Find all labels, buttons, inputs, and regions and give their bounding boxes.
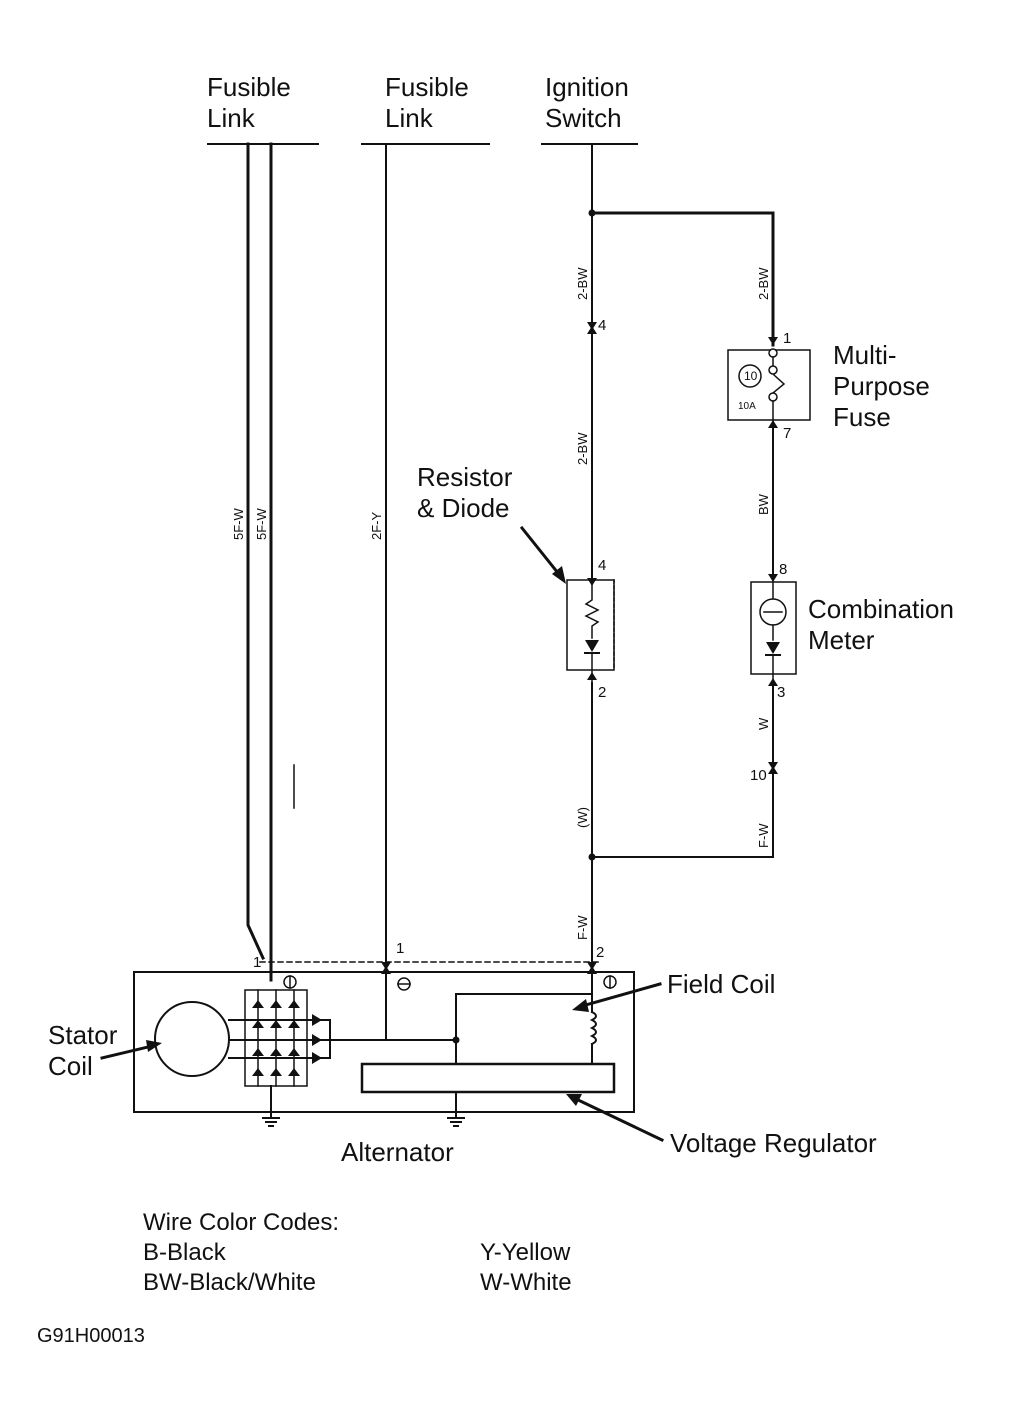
field-coil [452,984,597,1065]
legend-item: B-Black [143,1239,227,1266]
multi-purpose-fuse-label-l1: Multi- [833,340,897,370]
stator-coil-label-l2: Coil [48,1051,93,1081]
pin-number: 4 [598,317,606,334]
stator-coil-label-l1: Stator [48,1020,118,1050]
fuse-rating-text: 10A [738,401,756,412]
fusible-link-2-label-l2: Link [385,103,434,133]
connector-markers [381,322,778,974]
legend-item: Y-Yellow [480,1239,571,1266]
wire-code-label: 2-BW [756,267,771,300]
voltage-regulator-pointer [566,1094,664,1142]
pin-number: 1 [783,330,791,347]
wire-code-label: 5F-W [254,508,269,541]
meter-diode-icon [766,642,780,654]
alternator-terminals [283,975,617,991]
fuse-number-circle [738,364,762,388]
fuse-number-text: 10 [744,369,758,383]
multi-purpose-fuse-component [727,348,811,424]
wire-code-label: F-W [575,915,590,940]
fusible-link-1-wires [246,142,295,982]
field-coil-label: Field Coil [667,969,775,999]
pin-number: 2 [598,684,606,701]
voltage-regulator-block [360,1062,616,1094]
pin-numbers: 4 4 2 1 7 8 3 10 1 1 2 [253,317,791,971]
rectifier-bridge [244,989,322,1119]
wire-code-label: 2F-Y [369,512,384,541]
combination-meter-label-l2: Meter [808,625,875,655]
wire-code-label: 5F-W [231,508,246,541]
stator-coil-pointer [100,1040,162,1060]
fusible-link-1-label-l2: Link [207,103,256,133]
resistor-diode-label-l2: & Diode [417,493,510,523]
wire-codes: 5F-W 5F-W 2F-Y 2-BW 2-BW 2-BW BW W (W) F… [231,267,771,940]
wire-code-label: 2-BW [575,267,590,300]
ignition-switch-label-l2: Switch [545,103,622,133]
diode-symbol [585,640,599,652]
wire-color-legend: Wire Color Codes: B-Black BW-Black/White… [143,1209,572,1296]
pin-number: 1 [396,940,404,957]
meter-branch-wire [588,422,774,861]
ignition-main-line [588,143,775,986]
alternator-label: Alternator [341,1137,454,1167]
resistor-diode-label-l1: Resistor [417,462,513,492]
fusible-link-1-label-l1: Fusible [207,72,291,102]
wire-code-label: 2-BW [575,432,590,465]
ground-icon [262,1117,465,1127]
resistor-diode-pointer [519,525,566,584]
wire-code-label: F-W [756,823,771,848]
resistor-diode-component [566,579,615,684]
wire-code-label: BW [756,493,771,515]
fuse-element [771,373,786,395]
multi-purpose-fuse-label-l3: Fuse [833,402,891,432]
pin-number: 7 [783,425,791,442]
legend-item: BW-Black/White [143,1269,316,1296]
pin-number: 3 [777,684,785,701]
pin-number: 2 [596,944,604,961]
field-coil-pointer [572,982,662,1012]
legend-item: W-White [480,1269,572,1296]
resistor-symbol [584,579,600,639]
fusible-link-2-label-l1: Fusible [385,72,469,102]
pin-number: 1 [253,954,261,971]
pin-number: 8 [779,561,787,578]
legend-title: Wire Color Codes: [143,1209,339,1236]
top-labels: Fusible Link Fusible Link Ignition Switc… [207,72,629,133]
alternator-box [133,961,635,1113]
wire-code-label: (W) [575,807,590,828]
combination-meter-component [750,581,797,684]
ignition-switch-label-l1: Ignition [545,72,629,102]
multi-purpose-fuse-label-l2: Purpose [833,371,930,401]
pin-number: 4 [598,557,606,574]
wire-code-label: W [756,717,771,730]
voltage-regulator-label: Voltage Regulator [670,1128,877,1158]
pin-number: 10 [750,767,767,784]
combination-meter-label-l1: Combination [808,594,954,624]
figure-code: G91H00013 [37,1325,145,1347]
